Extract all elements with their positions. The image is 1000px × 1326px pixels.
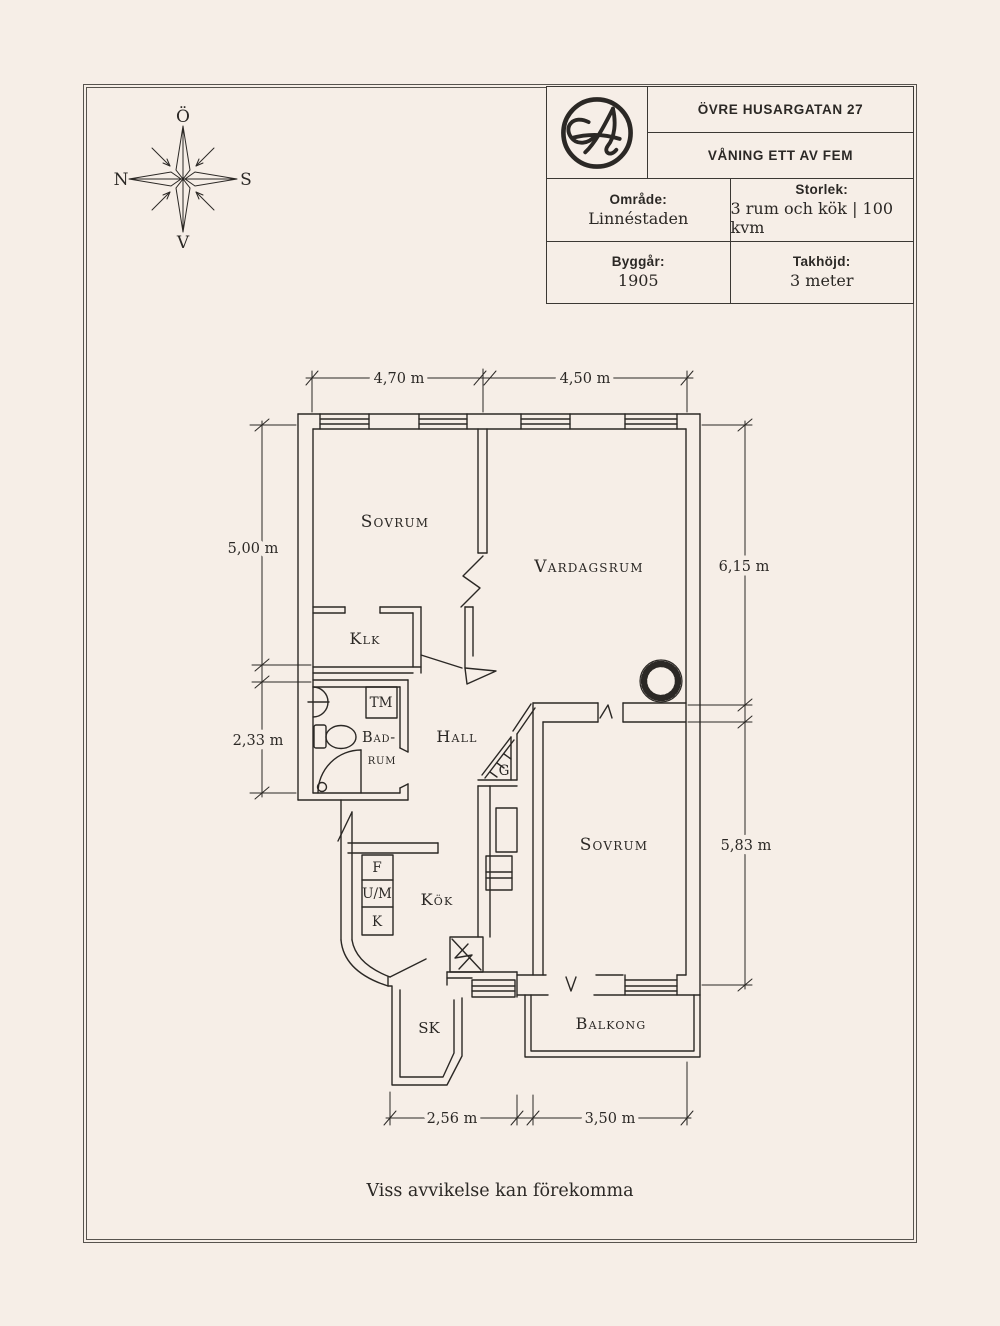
room-label-g: G (499, 763, 510, 779)
tiled-stove-icon (639, 659, 683, 703)
area-cell: Område: Linnéstaden (547, 179, 731, 241)
year-label: Byggår: (611, 254, 665, 270)
compass-north-label: N (114, 170, 129, 190)
room-label-tm: TM (370, 695, 393, 711)
dim-right-lower: 5,83 m (721, 838, 772, 854)
disclaimer-text: Viss avvikelse kan förekomma (366, 1181, 634, 1201)
info-box-row-2: Byggår: 1905 Takhöjd: 3 meter (547, 241, 914, 304)
bathroom-door-swing (317, 749, 362, 794)
ceiling-cell: Takhöjd: 3 meter (731, 242, 914, 304)
fixtures (307, 659, 683, 794)
dim-top-right: 4,50 m (560, 371, 611, 387)
compass-rose-icon: Ö S V N (114, 106, 252, 253)
info-box-top-row: ÖVRE HUSARGATAN 27 VÅNING ETT AV FEM (547, 87, 913, 179)
dimension-lines: 4,70 m 4,50 m 5,00 m 2,33 m 6,15 m 5,83 … (223, 367, 776, 1132)
area-value: Linnéstaden (588, 208, 689, 228)
room-label-hall: Hall (436, 727, 477, 746)
dim-top-left: 4,70 m (374, 371, 425, 387)
room-label-klk: Klk (349, 629, 380, 648)
compass-west-label: V (176, 233, 190, 253)
dim-left-lower: 2,33 m (233, 733, 284, 749)
windows (319, 413, 678, 430)
year-cell: Byggår: 1905 (547, 241, 731, 303)
info-box-row-1: Område: Linnéstaden Storlek: 3 rum och k… (547, 179, 913, 242)
room-label-badrum-line1: Bad- (362, 730, 396, 746)
room-label-badrum-line2: rum (368, 752, 397, 768)
size-value: 3 rum och kök | 100 kvm (730, 199, 894, 238)
room-label-kok: Kök (421, 890, 454, 909)
appliance-label-f: F (372, 860, 381, 876)
floor-subtitle: VÅNING ETT AV FEM (707, 148, 854, 163)
toilet-icon (313, 724, 357, 750)
ceiling-value: 3 meter (790, 271, 854, 291)
room-label-sovrum-1: Sovrum (361, 512, 430, 532)
dim-bottom-left: 2,56 m (427, 1111, 478, 1127)
compass-east-label: Ö (176, 106, 190, 127)
room-labels: Sovrum Vardagsrum Klk TM Bad- rum Hall G… (349, 512, 649, 1037)
info-box: ÖVRE HUSARGATAN 27 VÅNING ETT AV FEM Omr… (546, 86, 914, 304)
appliance-label-um: U/M (362, 886, 392, 902)
a-monogram-icon (561, 96, 633, 169)
walls (297, 413, 701, 1086)
size-label: Storlek: (795, 182, 849, 198)
broker-logo (547, 87, 648, 178)
year-value: 1905 (617, 271, 659, 291)
dim-left-upper: 5,00 m (228, 541, 279, 557)
info-box-titles: ÖVRE HUSARGATAN 27 VÅNING ETT AV FEM (648, 87, 913, 178)
dim-bottom-right: 3,50 m (585, 1111, 636, 1127)
room-label-sovrum-2: Sovrum (580, 835, 649, 855)
page-border-frame-inner (86, 87, 914, 1240)
address-title: ÖVRE HUSARGATAN 27 (648, 87, 913, 133)
dim-right-upper: 6,15 m (719, 559, 770, 575)
page-border-frame (83, 84, 917, 1243)
room-label-vardagsrum: Vardagsrum (533, 557, 644, 577)
floor-drain-icon (316, 781, 328, 793)
sink-icon (307, 686, 330, 718)
area-label: Område: (609, 191, 668, 207)
ceiling-label: Takhöjd: (792, 254, 851, 270)
size-cell: Storlek: 3 rum och kök | 100 kvm (731, 179, 914, 241)
compass-south-label: S (240, 170, 252, 190)
room-label-balkong: Balkong (576, 1014, 647, 1033)
appliance-label-k: K (372, 914, 383, 930)
room-label-sk: SK (418, 1019, 440, 1037)
